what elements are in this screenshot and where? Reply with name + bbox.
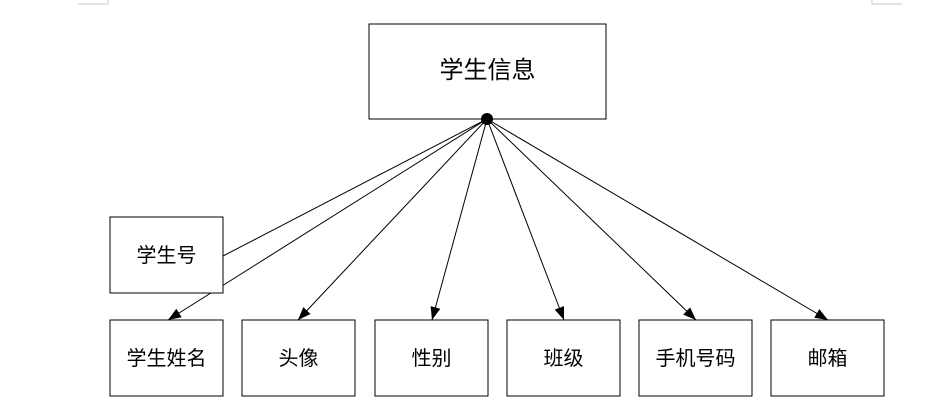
attribute-box-email: 邮箱 — [770, 319, 885, 397]
arrowhead-class — [554, 306, 564, 320]
attribute-box-avatar: 头像 — [241, 319, 356, 397]
arrowhead-email — [814, 309, 828, 320]
attribute-label-gender: 性别 — [412, 346, 452, 370]
attribute-label-class: 班级 — [544, 346, 584, 370]
edge-to-class — [486, 118, 565, 321]
attribute-label-avatar: 头像 — [279, 346, 319, 370]
attribute-label-email: 邮箱 — [808, 346, 848, 370]
root-entity-label: 学生信息 — [440, 56, 536, 84]
attribute-label-student-name: 学生姓名 — [127, 346, 207, 370]
edge-to-gender — [431, 118, 488, 321]
attribute-label-student-id: 学生号 — [137, 243, 197, 267]
arrowhead-gender — [430, 306, 441, 320]
attribute-box-student-name: 学生姓名 — [109, 319, 224, 397]
attribute-box-gender: 性别 — [374, 319, 489, 397]
edge-to-email — [486, 118, 829, 321]
edge-to-student-id — [222, 118, 488, 257]
root-connection-dot — [481, 113, 493, 125]
page-corner-mark-left — [78, 0, 109, 5]
edges — [167, 118, 829, 321]
attribute-label-phone: 手机号码 — [656, 346, 736, 370]
arrowhead-phone — [683, 307, 696, 320]
page-corner-mark-right — [871, 0, 902, 5]
edge-to-avatar — [297, 118, 488, 321]
arrowhead-avatar — [298, 307, 311, 320]
attribute-box-phone: 手机号码 — [638, 319, 753, 397]
attribute-box-class: 班级 — [506, 319, 621, 397]
arrowhead-student-name — [168, 308, 182, 320]
attribute-box-student-id: 学生号 — [109, 216, 224, 294]
arrowheads — [168, 306, 828, 320]
edge-to-phone — [486, 118, 697, 321]
root-entity-box: 学生信息 — [368, 23, 607, 120]
